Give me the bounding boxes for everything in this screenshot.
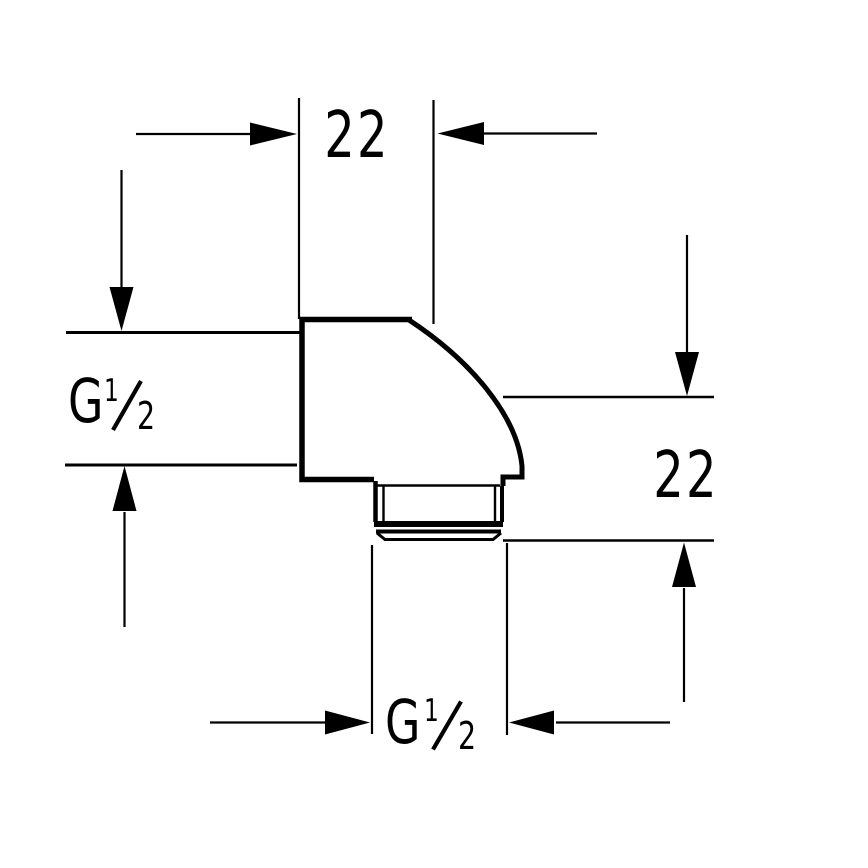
bottom-thread-label-base: G bbox=[385, 686, 420, 757]
arrowhead-left-down-pointing bbox=[109, 287, 134, 331]
labels-group: 22 22 G 1 2 G 1 2 bbox=[68, 98, 719, 758]
left-thread-label-denominator: 2 bbox=[137, 394, 155, 438]
arrowhead-bottom-right-left-pointing bbox=[509, 710, 554, 735]
arrowheads-group bbox=[109, 122, 699, 735]
spigot-end-face bbox=[376, 531, 502, 541]
body-outline bbox=[299, 316, 412, 483]
arrowhead-left-up-pointing bbox=[112, 466, 137, 511]
top-width-dimension-label: 22 bbox=[324, 98, 390, 173]
body-curve-outline bbox=[407, 317, 525, 486]
dimension-lines-group bbox=[120, 132, 689, 724]
bottom-thread-label-denominator: 2 bbox=[458, 714, 476, 758]
fraction-slashes-group bbox=[111, 379, 463, 751]
arrowhead-bottom-left-right-pointing bbox=[325, 710, 370, 735]
bottom-thread-label-numerator: 1 bbox=[424, 694, 439, 729]
left-thread-fraction-slash bbox=[111, 379, 143, 432]
arrowhead-right-up-pointing bbox=[672, 542, 696, 587]
arrowhead-top-right-left-pointing bbox=[437, 122, 484, 145]
bottom-thread-fraction-slash bbox=[431, 700, 463, 751]
left-thread-label-numerator: 1 bbox=[104, 374, 119, 409]
arrowhead-right-down-pointing bbox=[675, 352, 699, 396]
right-height-dimension-label: 22 bbox=[653, 438, 719, 513]
fitting-outline-group bbox=[65, 316, 525, 541]
reference-lines-group bbox=[297, 98, 714, 735]
left-thread-label-base: G bbox=[68, 365, 103, 436]
arrowhead-top-left-right-pointing bbox=[250, 122, 297, 146]
